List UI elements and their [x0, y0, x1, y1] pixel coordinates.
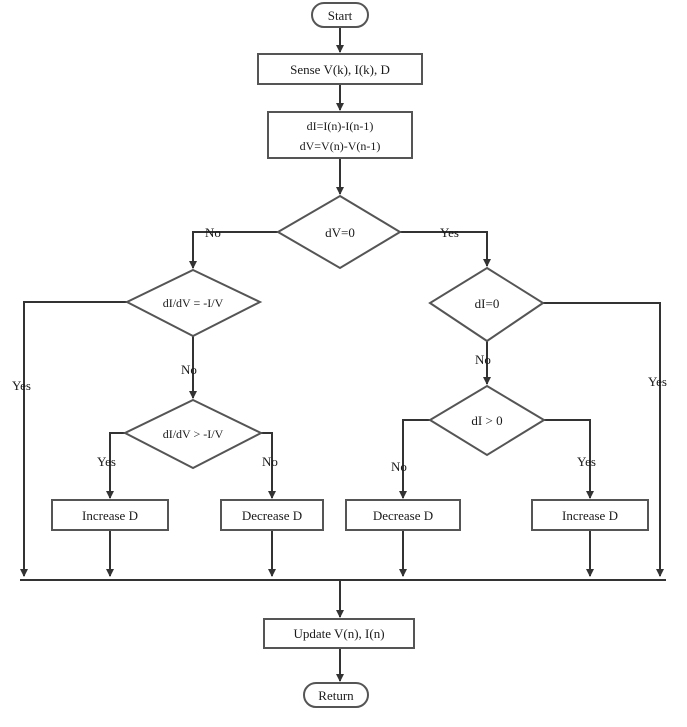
arrow-dv-yes	[400, 231, 491, 267]
arrow-left2-no	[261, 432, 276, 499]
branch-dv-yes: Yes	[440, 225, 459, 240]
calc-line1: dI=I(n)-I(n-1)	[307, 119, 374, 133]
connectors	[20, 27, 666, 682]
arrow-left2-yes	[106, 432, 125, 499]
decrease-left-box: Decrease D	[220, 499, 324, 531]
branch-left2-yes: Yes	[97, 454, 116, 469]
update-label: Update V(n), I(n)	[293, 626, 384, 641]
return-node: Return	[303, 682, 369, 708]
increase-right-box: Increase D	[531, 499, 649, 531]
branch-dipos-yes: Yes	[577, 454, 596, 469]
increase-left-box: Increase D	[51, 499, 169, 531]
branch-left1-yes: Yes	[12, 378, 31, 393]
left-cond2-decision: dI/dV > -I/V	[122, 398, 264, 470]
left-cond1-decision: dI/dV = -I/V	[124, 268, 263, 338]
branch-labels: No Yes Yes No Yes No No Yes No Yes	[12, 225, 667, 474]
update-box: Update V(n), I(n)	[263, 618, 415, 649]
branch-left2-no: No	[262, 454, 278, 469]
di-pos-label: dI > 0	[471, 413, 502, 428]
dv-zero-decision: dV=0	[276, 194, 402, 270]
increase-left-label: Increase D	[82, 508, 138, 523]
dv-zero-label: dV=0	[325, 225, 355, 240]
arrow-dipos-no	[399, 419, 430, 499]
di-zero-decision: dI=0	[428, 266, 545, 343]
arrow-dv-no	[189, 231, 278, 269]
branch-di0-yes: Yes	[648, 374, 667, 389]
arrow-dipos-yes	[544, 419, 594, 499]
arrow-di0-yes	[543, 302, 664, 577]
arrow-left1-yes	[20, 301, 127, 577]
branch-dv-no: No	[205, 225, 221, 240]
left-cond2-label: dI/dV > -I/V	[163, 427, 224, 441]
calc-box: dI=I(n)-I(n-1) dV=V(n)-V(n-1)	[267, 111, 413, 159]
left-cond1-label: dI/dV = -I/V	[163, 296, 224, 310]
di-zero-label: dI=0	[475, 296, 500, 311]
decrease-left-label: Decrease D	[242, 508, 302, 523]
branch-dipos-no: No	[391, 459, 407, 474]
decrease-right-label: Decrease D	[373, 508, 433, 523]
sense-label: Sense V(k), I(k), D	[290, 62, 390, 77]
di-pos-decision: dI > 0	[428, 384, 546, 457]
sense-box: Sense V(k), I(k), D	[257, 53, 423, 85]
branch-left1-no: No	[181, 362, 197, 377]
start-node: Start	[311, 2, 369, 28]
start-label: Start	[328, 8, 353, 23]
increase-right-label: Increase D	[562, 508, 618, 523]
calc-line2: dV=V(n)-V(n-1)	[300, 139, 381, 153]
return-label: Return	[318, 688, 354, 703]
branch-di0-no: No	[475, 352, 491, 367]
decrease-right-box: Decrease D	[345, 499, 461, 531]
